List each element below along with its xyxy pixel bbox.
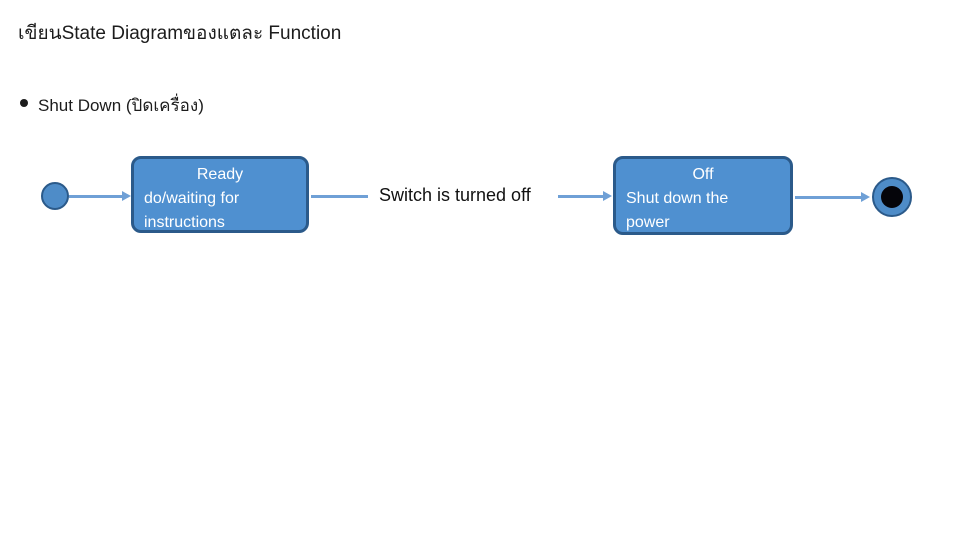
state-activity-line: Shut down the bbox=[626, 190, 729, 207]
connector-initial-to-ready bbox=[69, 195, 122, 198]
state-box-ready: Ready do/waiting for instructions bbox=[131, 156, 309, 233]
arrowhead-into-ready-icon bbox=[122, 191, 131, 201]
state-activity-line: do/waiting for bbox=[144, 190, 240, 207]
connector-off-to-final bbox=[795, 196, 861, 199]
initial-state-node bbox=[41, 182, 69, 210]
state-activity-line: instructions bbox=[144, 214, 225, 231]
connector-ready-to-label bbox=[311, 195, 368, 198]
bullet-text: Shut Down (ปิดเครื่อง) bbox=[38, 96, 204, 115]
transition-label: Switch is turned off bbox=[379, 185, 531, 205]
arrowhead-into-off-icon bbox=[603, 191, 612, 201]
state-title: Off bbox=[692, 166, 714, 183]
slide-title: เขียนState Diagramของแตละ Function bbox=[18, 23, 342, 44]
connector-label-to-off bbox=[558, 195, 603, 198]
state-title: Ready bbox=[196, 166, 244, 183]
bullet-item: Shut Down (ปิดเครื่อง) bbox=[20, 92, 204, 119]
bullet-dot-icon bbox=[20, 99, 28, 107]
state-box-off: Off Shut down the power bbox=[613, 156, 793, 235]
final-state-inner-dot bbox=[881, 186, 903, 208]
state-activity-line: power bbox=[626, 214, 670, 231]
final-state-node bbox=[872, 177, 912, 217]
arrowhead-into-final-icon bbox=[861, 192, 870, 202]
